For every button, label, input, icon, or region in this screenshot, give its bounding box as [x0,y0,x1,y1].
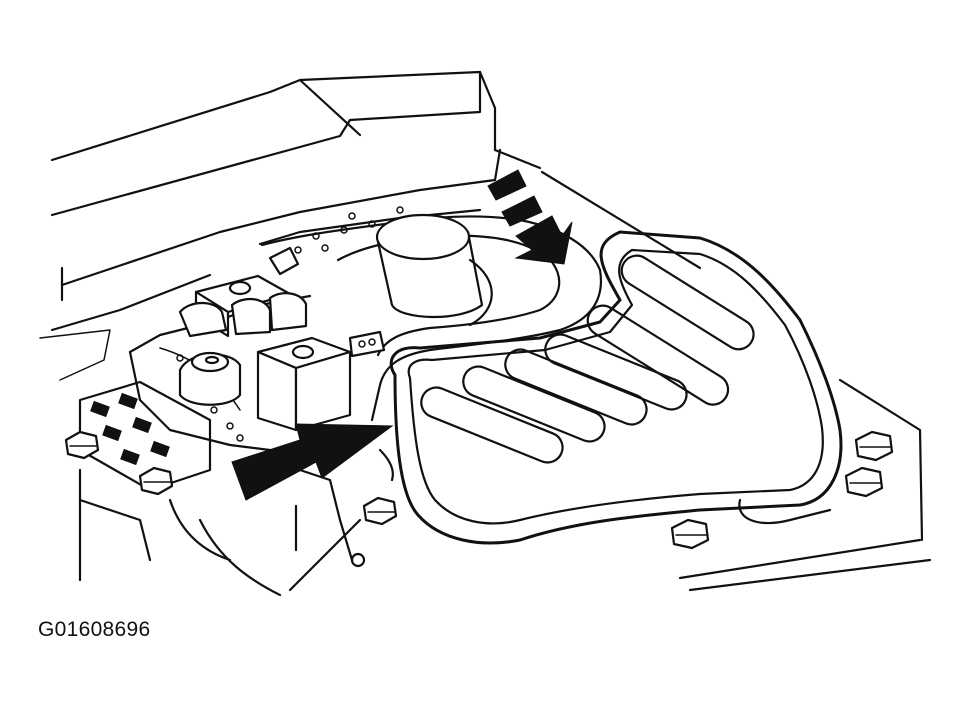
bolt [64,430,100,460]
bolt [362,496,398,526]
bolt [670,518,710,550]
oil-strainer [389,230,843,545]
dashed-arrow-icon [487,169,527,201]
bolt [138,466,174,496]
valve-body [128,206,603,452]
solenoid-assembly [178,246,386,432]
bolt [854,430,894,462]
figure-id-label: G01608696 [38,618,151,641]
lower-casting [78,448,394,597]
solid-arrow-icon [231,423,394,501]
bolt [844,466,884,498]
bolts [64,430,894,550]
callout-arrow-upper-right [487,169,573,265]
transmission-case [39,70,932,592]
callout-arrow-lower-left [231,423,394,501]
